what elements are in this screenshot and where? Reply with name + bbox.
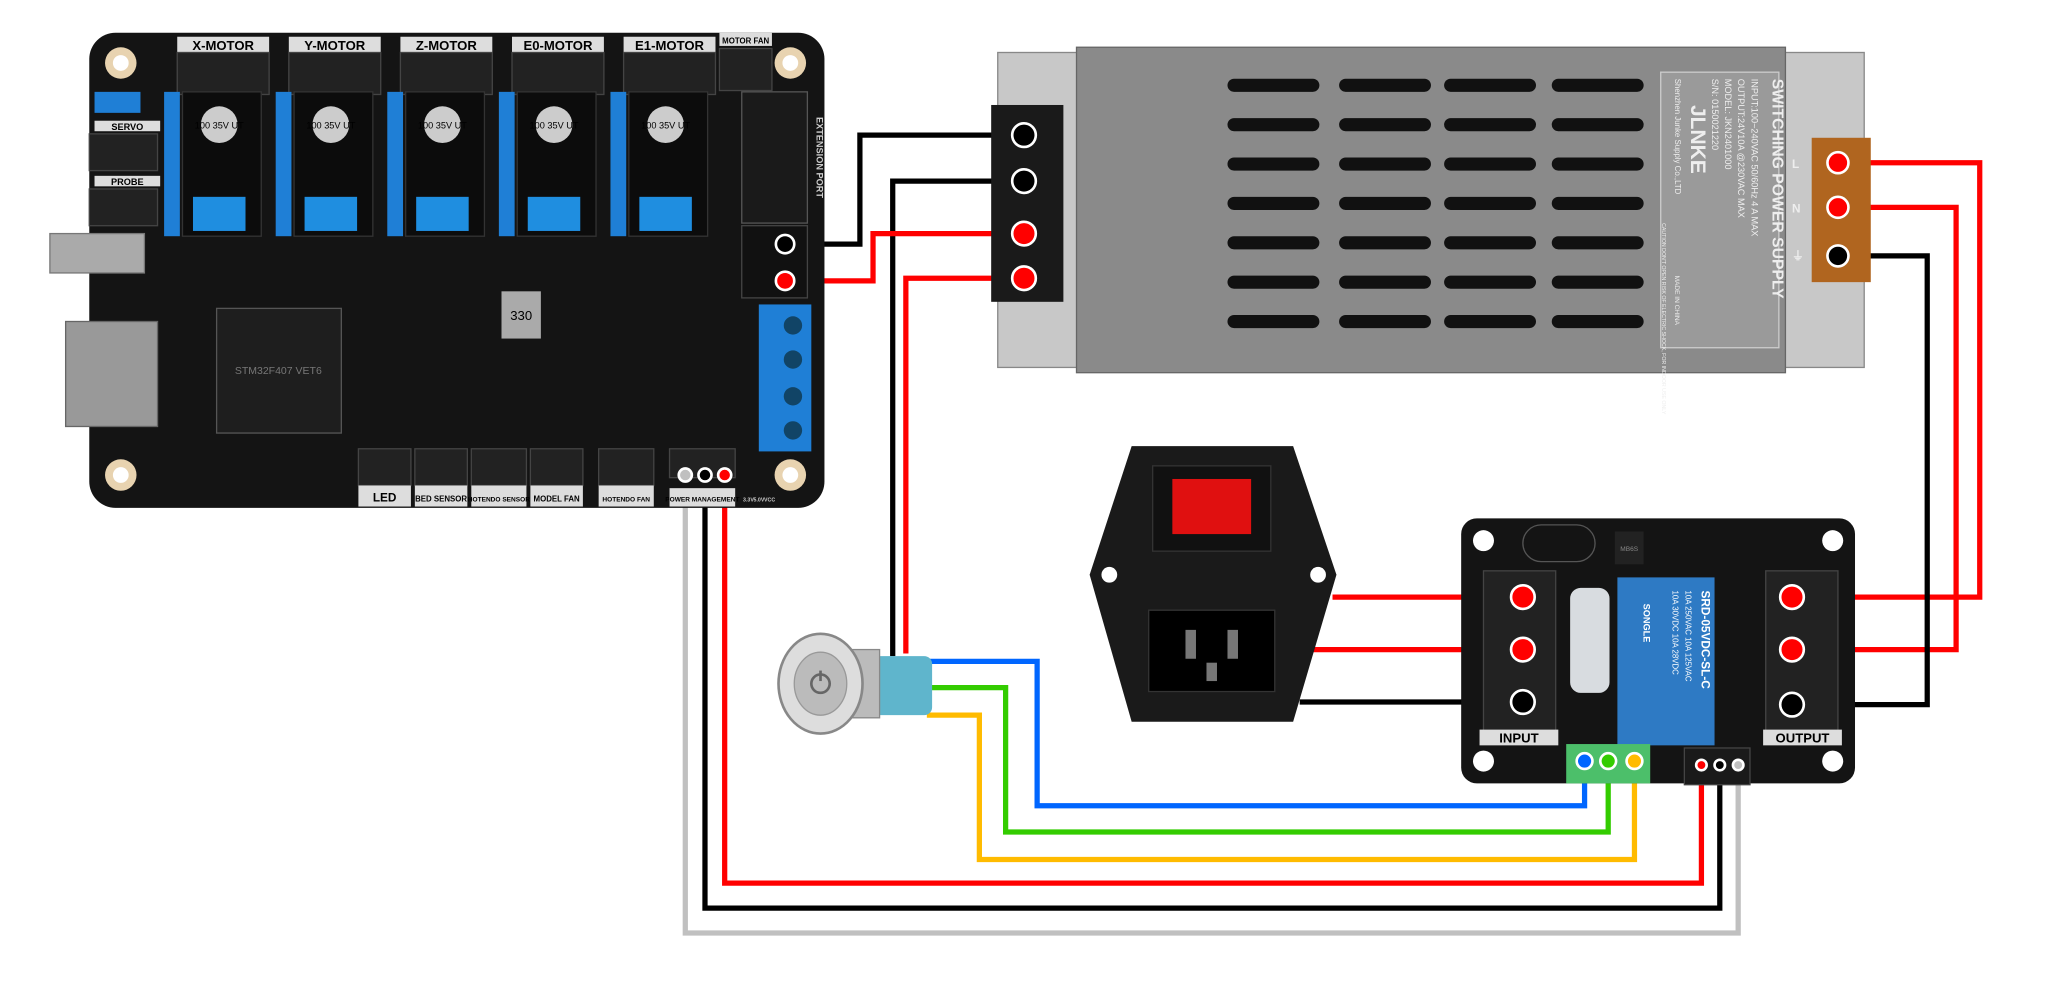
probe-label: PROBE bbox=[111, 177, 144, 187]
psu-line: Shenzhen Junke Supply Co.,LTD bbox=[1673, 79, 1682, 195]
capacitor-text: 100 35V UT bbox=[195, 121, 244, 131]
terminal-label-ground: ⏚ bbox=[1792, 249, 1804, 263]
terminal-label-l: L bbox=[1792, 157, 1799, 171]
wires bbox=[682, 132, 1983, 936]
output-label: OUTPUT bbox=[1776, 731, 1830, 746]
hotend-fan-label: HOTENDO FAN bbox=[602, 496, 650, 503]
board-power-pos bbox=[774, 270, 796, 292]
inductor bbox=[501, 291, 541, 339]
mcu-chip bbox=[215, 307, 342, 434]
extension-label: EXTENSION PORT bbox=[815, 117, 825, 198]
wire-power-management-red bbox=[722, 475, 1705, 886]
voltage-label: 3.3V bbox=[743, 497, 754, 503]
chip-text: MB6S bbox=[1620, 546, 1638, 553]
relay-rating: 10A 250VAC 10A 125VAC bbox=[1684, 591, 1693, 682]
motor-label: E1-MOTOR bbox=[635, 38, 704, 53]
power-input-terminal bbox=[741, 225, 809, 299]
sd-card-slot bbox=[64, 320, 159, 428]
psu-label-plate bbox=[1660, 71, 1780, 349]
motor-label: X-MOTOR bbox=[192, 38, 254, 53]
terminal-label-n: N bbox=[1792, 202, 1801, 216]
relay-model: SRD-05VDC-SL-C bbox=[1698, 591, 1712, 690]
relay-module: INPUT OUTPUT SRD-05VDC-SL-C 10A 250VAC 1… bbox=[1461, 518, 1856, 786]
psu-caution: CAUTION DON'T OPEN RISK OF ELECTRIC SHOC… bbox=[1660, 223, 1666, 415]
wire-switch-yellow bbox=[926, 712, 1638, 863]
motor-label: E0-MOTOR bbox=[523, 38, 592, 53]
board-power-neg bbox=[774, 233, 796, 255]
rocker-switch[interactable] bbox=[1172, 478, 1252, 535]
wire-relay-out-n-red bbox=[1792, 204, 1959, 653]
switching-power-supply: SWITCHING POWER SUPPLY INPUT:100~240VAC … bbox=[991, 46, 1871, 415]
wire-power-management-white bbox=[682, 475, 1741, 936]
capacitor-text: 100 35V UT bbox=[530, 121, 579, 131]
wire-psu-neg-to-switch-black bbox=[890, 178, 1024, 657]
motor-fan-label: MOTOR FAN bbox=[722, 36, 769, 45]
iec-power-socket-with-switch bbox=[1089, 446, 1337, 722]
capacitor-text: 100 35V UT bbox=[418, 121, 467, 131]
wire-relay-out-l-red bbox=[1792, 160, 1983, 600]
wire-psu-pos-to-board-red bbox=[785, 230, 1024, 284]
extension-port bbox=[741, 91, 809, 224]
relay-rating: 10A 30VDC 10A 28VDC bbox=[1671, 591, 1680, 676]
input-label: INPUT bbox=[1499, 731, 1538, 746]
bed-sensor-label: BED SENSOR bbox=[415, 494, 467, 503]
inductor-text: 330 bbox=[510, 308, 532, 323]
servo-connector bbox=[88, 133, 159, 172]
psu-line: INPUT:100~240VAC 50/60Hz 4 A MAX bbox=[1749, 79, 1759, 237]
relay-brand: SONGLE bbox=[1642, 604, 1652, 643]
relay bbox=[1617, 577, 1715, 746]
controller-board: X-MOTOR Y-MOTOR Z-MOTOR E0-MOTOR E1-MOTO… bbox=[49, 32, 825, 508]
psu-origin: MADE IN CHINA bbox=[1673, 276, 1680, 326]
psu-line: S/N: 0150021220 bbox=[1710, 79, 1720, 150]
motor-label: Y-MOTOR bbox=[304, 38, 365, 53]
power-management-label: POWER MANAGEMENT bbox=[665, 496, 739, 503]
psu-title: SWITCHING POWER SUPPLY bbox=[1768, 79, 1785, 299]
usb-port bbox=[49, 232, 146, 274]
wire-switch-green bbox=[921, 684, 1611, 835]
voltage-label: 5.0V bbox=[754, 497, 765, 503]
wire-switch-blue bbox=[918, 658, 1588, 809]
capacitor-text: 100 35V UT bbox=[306, 121, 355, 131]
probe-connector bbox=[88, 188, 159, 227]
voltage-label: VCC bbox=[764, 497, 775, 503]
servo-label: SERVO bbox=[111, 122, 143, 132]
psu-brand: JLNKE bbox=[1686, 105, 1709, 174]
model-fan-label: MODEL FAN bbox=[534, 494, 580, 503]
wire-power-management-black bbox=[702, 475, 1723, 911]
stepper-drivers: 100 35V UT 100 35V UT 100 35V UT 100 35V… bbox=[164, 91, 709, 237]
led-label: LED bbox=[373, 490, 397, 504]
momentary-power-button[interactable] bbox=[777, 632, 933, 735]
motor-connectors: X-MOTOR Y-MOTOR Z-MOTOR E0-MOTOR E1-MOTO… bbox=[176, 32, 773, 96]
jumper bbox=[94, 91, 141, 113]
hotend-sensor-label: HOTENDO SENSOR bbox=[468, 496, 530, 503]
psu-line: OUTPUT:24V10A @230VAC MAX bbox=[1736, 79, 1746, 218]
wire-psu-pos-to-switch-red bbox=[903, 275, 1024, 654]
capacitor-text: 100 35V UT bbox=[641, 121, 690, 131]
wire-relay-out-ground-black bbox=[1792, 253, 1930, 708]
psu-line: MODEL: JKN2401000 bbox=[1723, 79, 1733, 170]
motor-label: Z-MOTOR bbox=[416, 38, 477, 53]
resistor bbox=[1570, 587, 1610, 693]
bottom-connectors: LED BED SENSOR HOTENDO SENSOR MODEL FAN … bbox=[357, 448, 775, 507]
vent-slots bbox=[1227, 78, 1644, 329]
mcu-text: STM32F407 VET6 bbox=[235, 365, 322, 377]
